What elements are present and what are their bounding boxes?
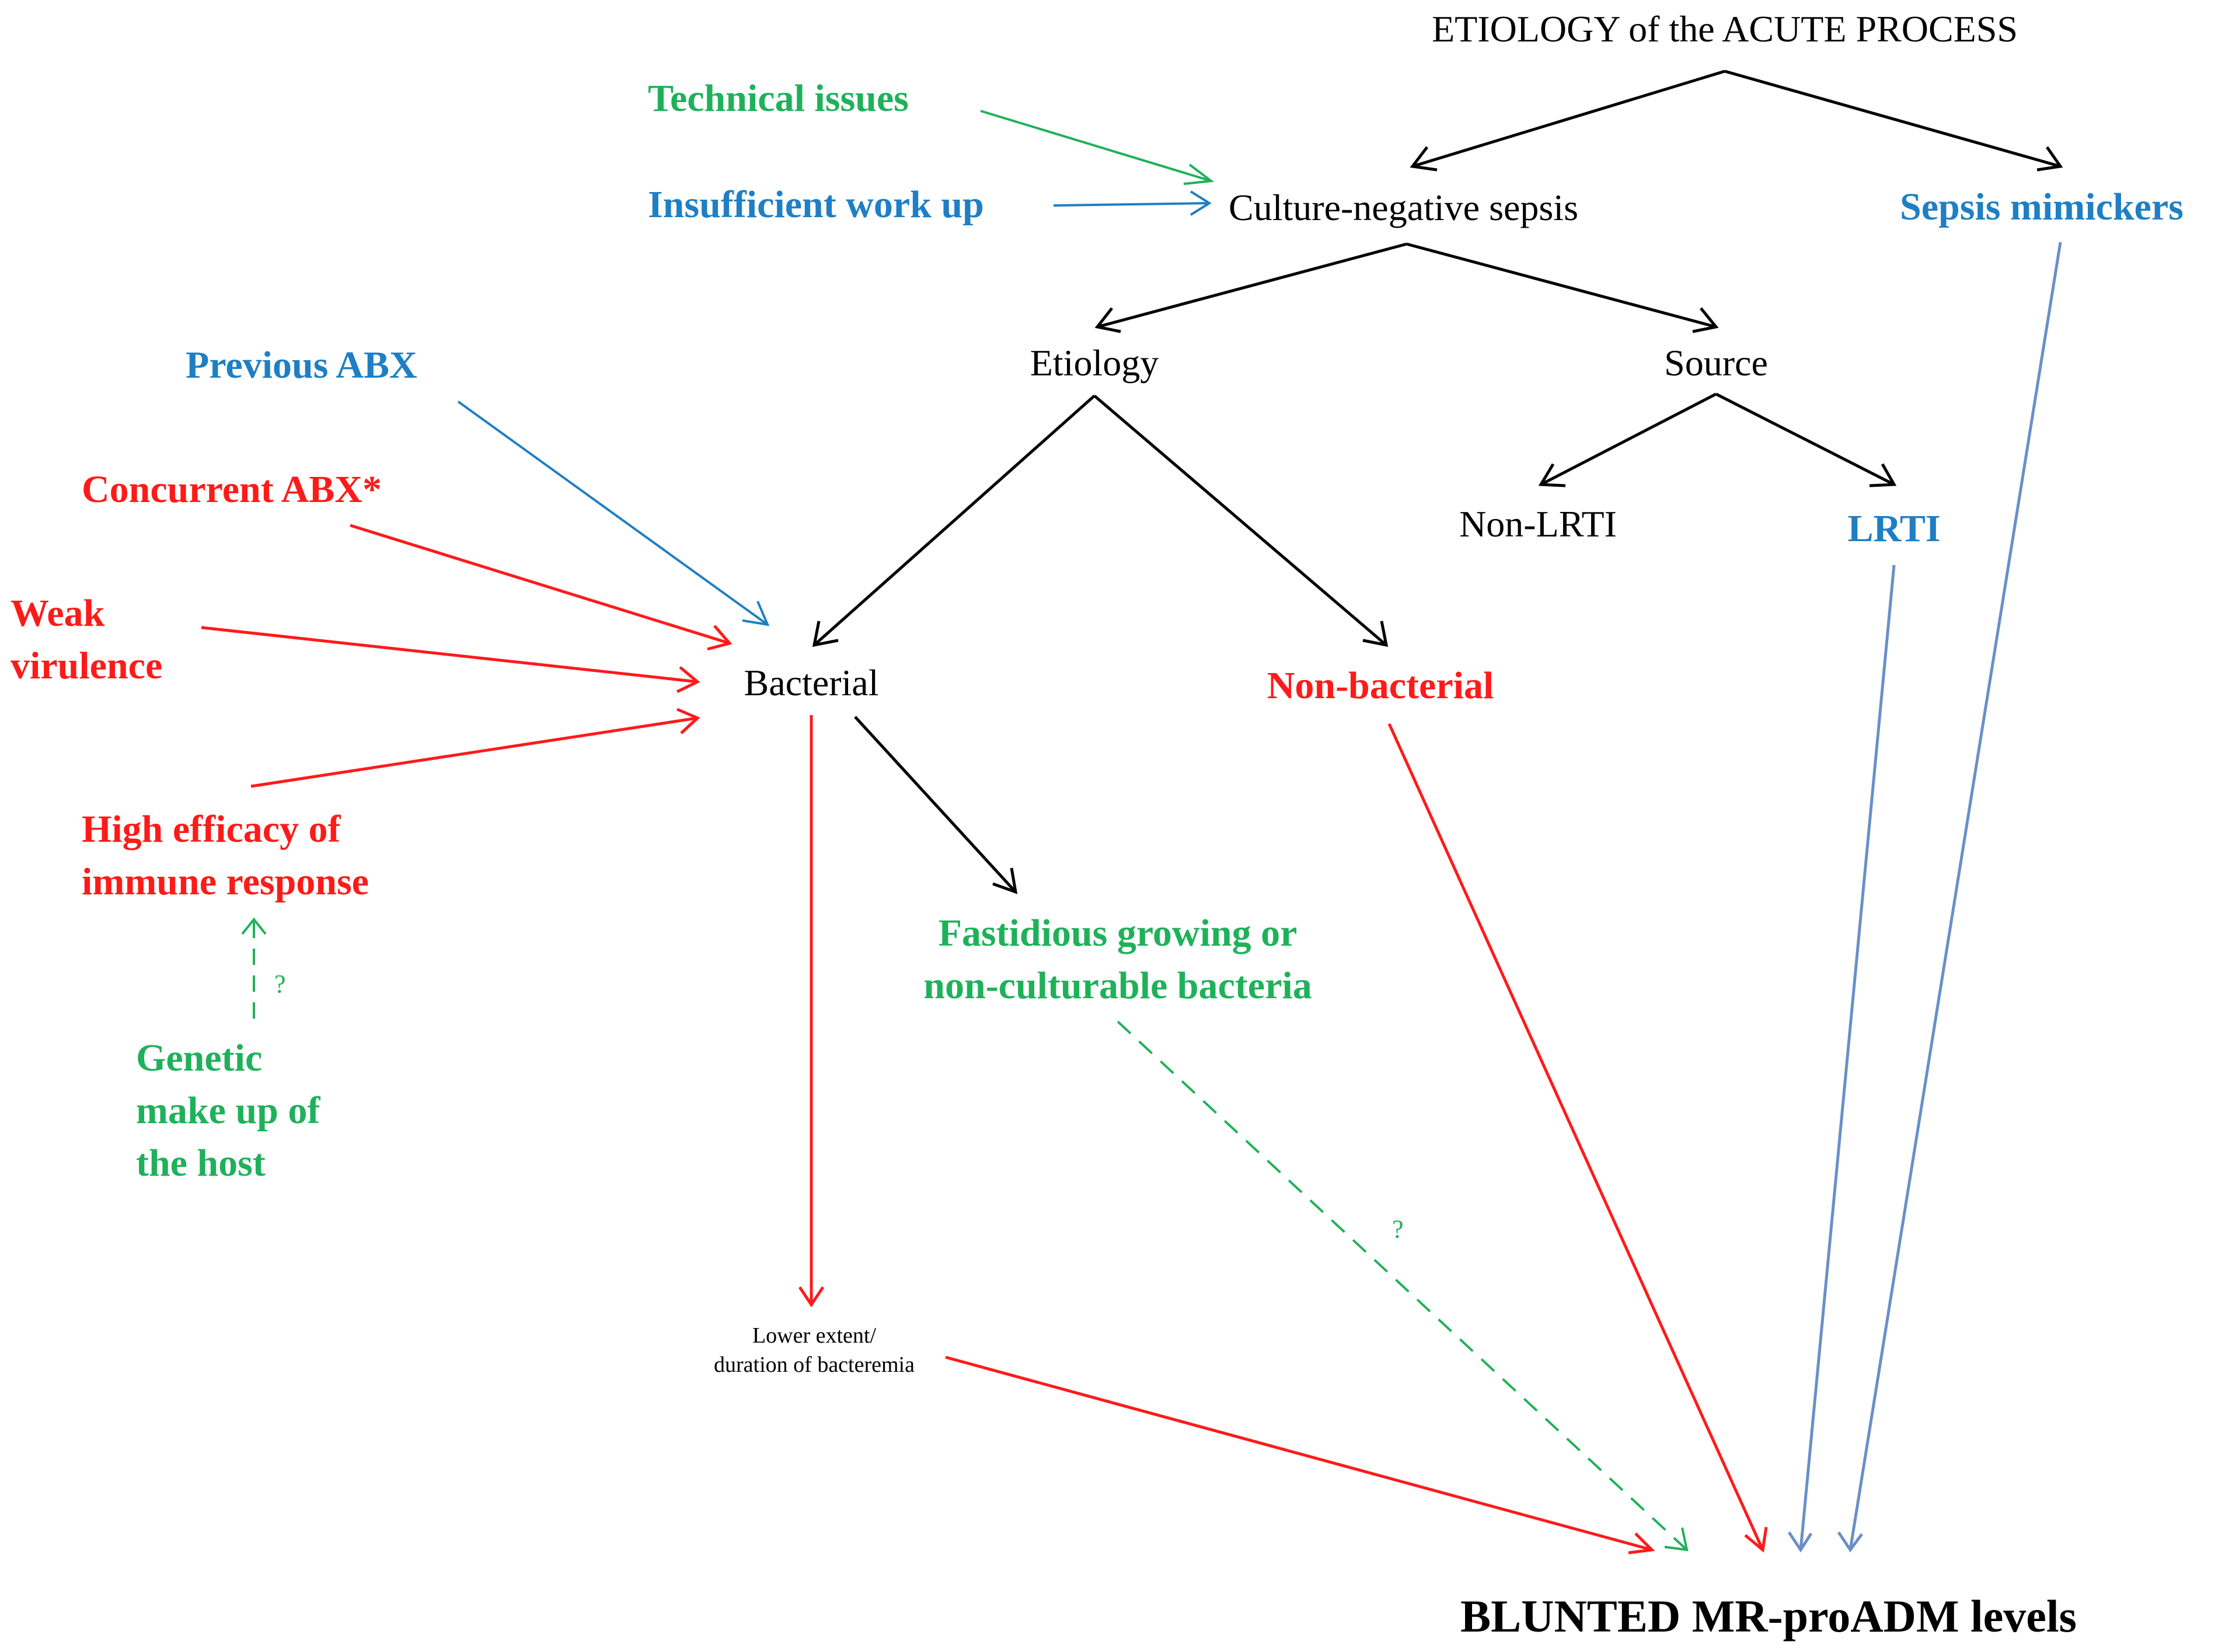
genetic-label-line3: the host: [136, 1142, 266, 1184]
arrow-source-to-lrti: [1715, 392, 1897, 487]
weak-virulence-label-line2: virulence: [11, 644, 163, 687]
arrow-non-bacterial-to-outcome: [1387, 723, 1768, 1553]
arrow-root-to-culture-negative: [1410, 69, 1725, 172]
genetic-label-line2: make up of: [136, 1089, 320, 1132]
weak-virulence-label-line1: Weak: [11, 592, 105, 635]
arrow-high-efficacy: [250, 707, 700, 788]
steelblue-arrows: [1787, 242, 2062, 1553]
arrow-technical-issues: [980, 110, 1215, 185]
arrow-bacterial-to-fastidious: [854, 716, 1018, 894]
insufficient-workup-label: Insufficient work up: [648, 183, 984, 226]
genetic-label-line1: Genetic: [136, 1037, 263, 1079]
lower-extent-label-line1: Lower extent/: [752, 1323, 877, 1348]
arrow-culture-negative-to-source: [1406, 242, 1719, 333]
arrow-lower-extent-to-outcome: [945, 1355, 1655, 1555]
non-lrti-label: Non-LRTI: [1459, 503, 1617, 545]
arrow-source-to-non-lrti: [1538, 392, 1717, 487]
arrow-genetic-head: [241, 917, 267, 935]
arrow-previous-abx: [457, 400, 770, 626]
blue-arrows: [457, 190, 1212, 626]
source-label: Source: [1664, 342, 1768, 384]
lrti-label: LRTI: [1847, 507, 1941, 550]
arrow-lrti-to-outcome: [1787, 564, 1896, 1553]
lower-extent-label-line2: duration of bacteremia: [714, 1353, 915, 1377]
technical-issues-label: Technical issues: [648, 77, 909, 120]
arrow-root-to-sepsis-mimickers: [1724, 69, 2063, 172]
bacterial-label: Bacterial: [744, 662, 879, 703]
high-efficacy-label-line2: immune response: [82, 860, 369, 903]
question-mark-genetic: ?: [274, 970, 286, 998]
arrow-etiology-to-non-bacterial: [1093, 395, 1389, 647]
fastidious-label-line2: non-culturable bacteria: [923, 964, 1312, 1007]
arrow-fastidious-to-outcome-dashed: [1117, 1020, 1688, 1551]
root-label: ETIOLOGY of the ACUTE PROCESS: [1432, 8, 2018, 50]
arrow-insufficient-workup: [1053, 190, 1212, 216]
etiology-label: Etiology: [1030, 342, 1159, 384]
arrow-mimickers-to-outcome: [1837, 242, 2062, 1553]
arrow-etiology-to-bacterial: [812, 395, 1096, 647]
arrow-culture-negative-to-etiology: [1094, 242, 1407, 333]
high-efficacy-label-line1: High efficacy of: [82, 808, 341, 851]
red-arrows: [201, 524, 1768, 1555]
arrow-bacterial-to-lower-extent: [798, 715, 825, 1308]
arrow-weak-virulence: [201, 626, 700, 693]
concurrent-abx-label: Concurrent ABX*: [82, 468, 382, 511]
tree-arrows: [812, 69, 2063, 894]
fastidious-label-line1: Fastidious growing or: [938, 912, 1298, 954]
question-mark-fastidious: ?: [1392, 1215, 1404, 1243]
outcome-label: BLUNTED MR-proADM levels: [1460, 1591, 2077, 1641]
culture-negative-label: Culture-negative sepsis: [1229, 187, 1578, 228]
arrow-concurrent-abx: [350, 524, 733, 651]
non-bacterial-label: Non-bacterial: [1267, 664, 1494, 707]
previous-abx-label: Previous ABX: [186, 344, 417, 386]
arrow-fastidious-outcome-head: [1664, 1527, 1689, 1552]
sepsis-mimickers-label: Sepsis mimickers: [1900, 186, 2184, 228]
green-arrows: [241, 110, 1689, 1552]
